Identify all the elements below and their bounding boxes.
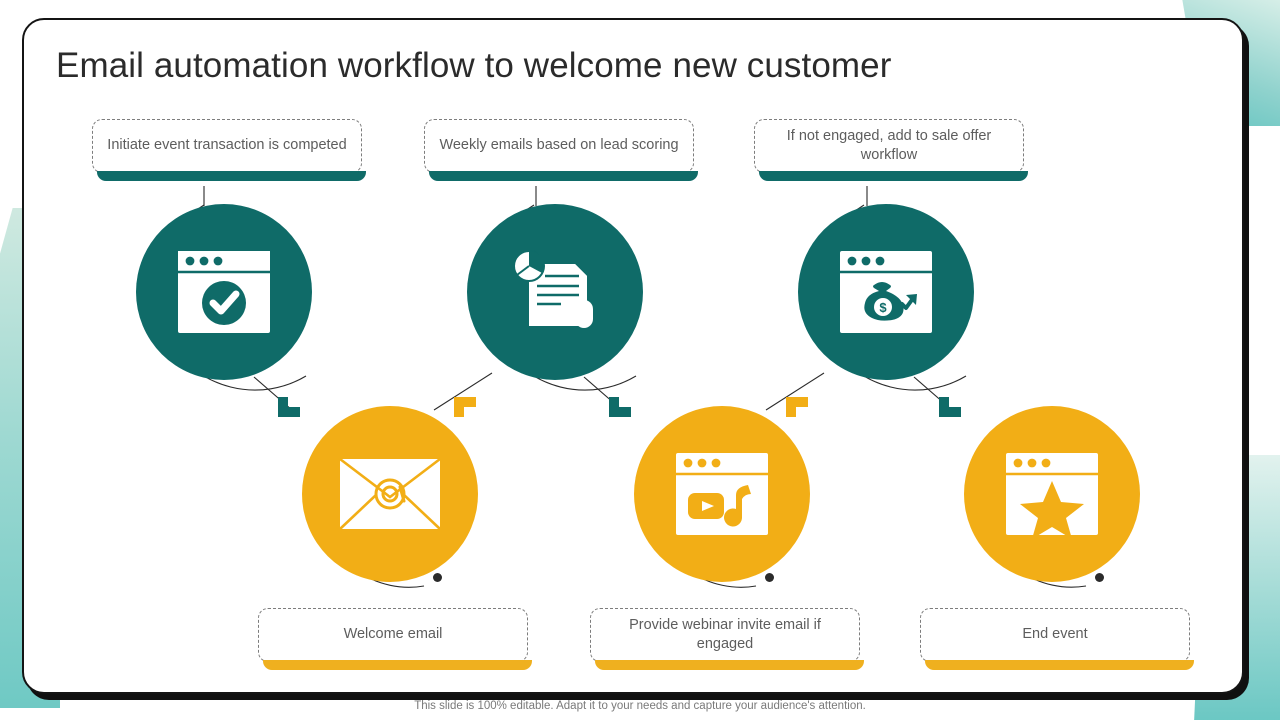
label-shadow-bar <box>263 660 532 670</box>
document-pie-chart-icon <box>513 250 593 328</box>
label-welcome-email[interactable]: Welcome email <box>258 608 532 670</box>
link-1-up <box>433 372 493 411</box>
label-initiate-event[interactable]: Initiate event transaction is competed <box>92 119 366 181</box>
arrowhead-teal-2 <box>609 397 631 417</box>
node-webinar-media[interactable] <box>634 406 810 582</box>
node-disc <box>634 406 810 582</box>
label-shadow-bar <box>595 660 864 670</box>
arrowhead-teal-3 <box>939 397 961 417</box>
node-report-chart[interactable] <box>467 204 643 380</box>
node-end-star[interactable] <box>964 406 1140 582</box>
label-sale-offer[interactable]: If not engaged, add to sale offer workfl… <box>754 119 1028 181</box>
page-title: Email automation workflow to welcome new… <box>56 46 892 85</box>
envelope-at-icon <box>339 457 441 530</box>
slide-frame: Email automation workflow to welcome new… <box>22 18 1244 694</box>
label-shadow-bar <box>429 171 698 181</box>
browser-money-bag-icon: $ <box>840 251 932 333</box>
arrowhead-amber-group <box>454 397 808 417</box>
browser-video-music-icon <box>676 453 768 535</box>
svg-text:$: $ <box>879 300 887 315</box>
label-text: End event <box>1022 626 1088 643</box>
node-welcome-mail[interactable] <box>302 406 478 582</box>
arrowhead-amber-1 <box>454 397 476 417</box>
arrowhead-teal-group <box>278 397 961 417</box>
node-end-dot <box>765 573 774 582</box>
node-money-growth[interactable]: $ <box>798 204 974 380</box>
label-text: Initiate event transaction is competed <box>107 137 347 154</box>
label-text: Welcome email <box>343 626 443 643</box>
link-2-up <box>765 372 825 411</box>
node-disc <box>964 406 1140 582</box>
label-text: If not engaged, add to sale offer workfl… <box>786 127 992 163</box>
slide-footer-note: This slide is 100% editable. Adapt it to… <box>414 700 866 712</box>
arrowhead-amber-2 <box>786 397 808 417</box>
browser-star-icon <box>1006 453 1098 539</box>
label-text: Provide webinar invite email if engaged <box>629 616 821 652</box>
arrowhead-teal-1 <box>278 397 300 417</box>
node-end-dot <box>1095 573 1104 582</box>
label-shadow-bar <box>97 171 366 181</box>
node-end-dot <box>433 573 442 582</box>
browser-check-icon <box>178 251 270 333</box>
label-text: Weekly emails based on lead scoring <box>439 137 679 154</box>
label-provide-webinar[interactable]: Provide webinar invite email if engaged <box>590 608 864 670</box>
node-browser-check[interactable] <box>136 204 312 380</box>
node-disc <box>136 204 312 380</box>
label-end-event[interactable]: End event <box>920 608 1194 670</box>
node-disc <box>467 204 643 380</box>
node-disc: $ <box>798 204 974 380</box>
node-disc <box>302 406 478 582</box>
label-weekly-emails[interactable]: Weekly emails based on lead scoring <box>424 119 698 181</box>
label-shadow-bar <box>925 660 1194 670</box>
label-shadow-bar <box>759 171 1028 181</box>
